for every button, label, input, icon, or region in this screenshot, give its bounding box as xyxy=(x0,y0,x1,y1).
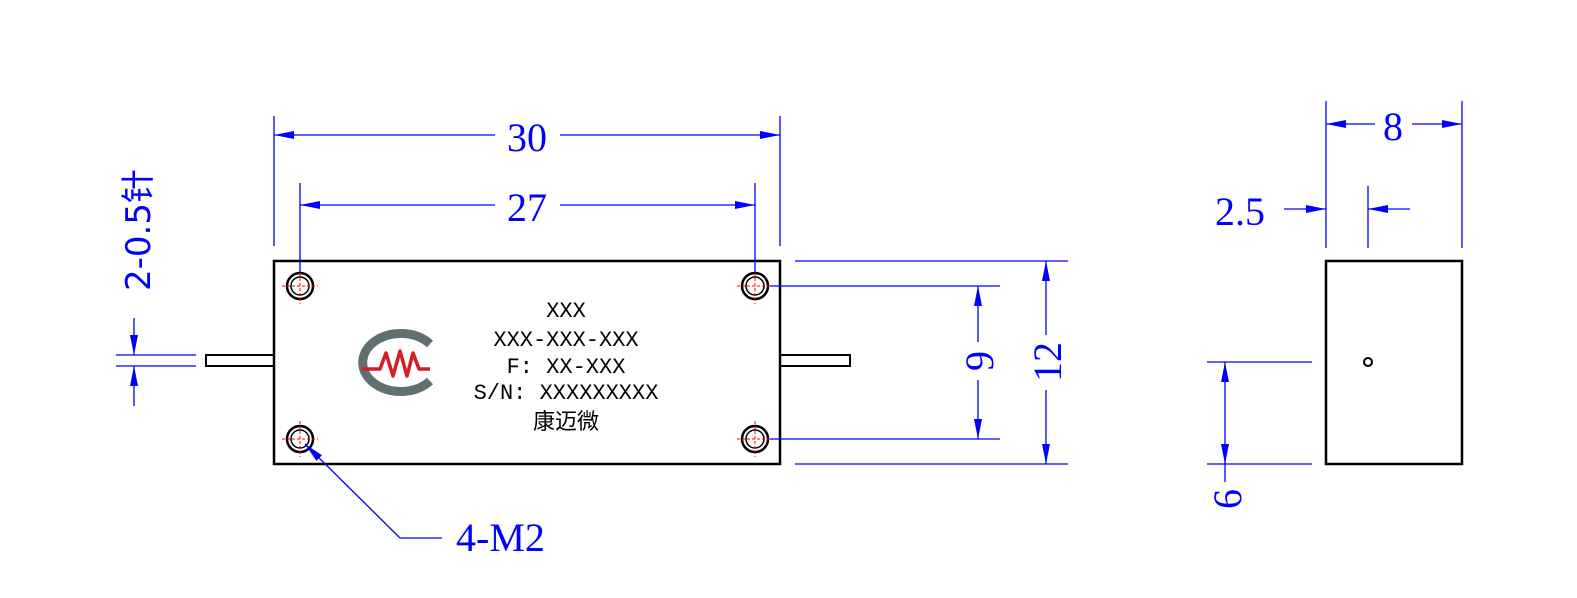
callout-screw-holes: 4-M2 xyxy=(304,443,545,560)
dimension-hole-spacing-y: 9 xyxy=(770,285,1002,440)
dimension-pin-offset-top: 2.5 xyxy=(1215,186,1410,248)
dimension-pin-offset-bottom: 6 xyxy=(1205,361,1312,509)
side-pin-point xyxy=(1363,357,1373,367)
label-line-5: 康迈微 xyxy=(533,410,599,435)
right-pin xyxy=(779,354,851,367)
side-view xyxy=(1324,259,1464,466)
mounting-hole-bottom-left xyxy=(282,421,318,457)
pin-spec-value: 2-0.5针 xyxy=(119,169,159,291)
front-view: XXX XXX-XXX-XXX F: XX-XXX S/N: XXXXXXXXX… xyxy=(205,259,851,466)
dimension-pin-spec: 2-0.5针 xyxy=(116,169,196,406)
left-pin xyxy=(205,354,275,367)
dimension-width: 12 xyxy=(795,260,1070,465)
depth-value: 8 xyxy=(1383,104,1403,149)
dimension-hole-spacing-x: 27 xyxy=(299,183,756,272)
dimension-length: 30 xyxy=(273,115,781,246)
mounting-hole-top-right xyxy=(737,268,773,304)
mounting-hole-top-left xyxy=(282,268,318,304)
label-line-1: XXX xyxy=(546,299,586,324)
width-value: 12 xyxy=(1025,342,1070,382)
company-logo xyxy=(358,329,434,396)
length-value: 30 xyxy=(507,115,547,160)
side-body-outline xyxy=(1324,259,1464,466)
screw-holes-value: 4-M2 xyxy=(456,515,545,560)
hole-spacing-x-value: 27 xyxy=(507,185,547,230)
label-line-3: F: XX-XXX xyxy=(507,355,626,380)
mounting-hole-bottom-right xyxy=(737,421,773,457)
label-line-4: S/N: XXXXXXXXX xyxy=(474,381,659,406)
pin-offset-top-value: 2.5 xyxy=(1215,189,1265,234)
hole-spacing-y-value: 9 xyxy=(957,351,1002,371)
pin-offset-bottom-value: 6 xyxy=(1205,489,1250,509)
label-line-2: XXX-XXX-XXX xyxy=(493,328,638,353)
dimension-depth: 8 xyxy=(1325,101,1463,248)
